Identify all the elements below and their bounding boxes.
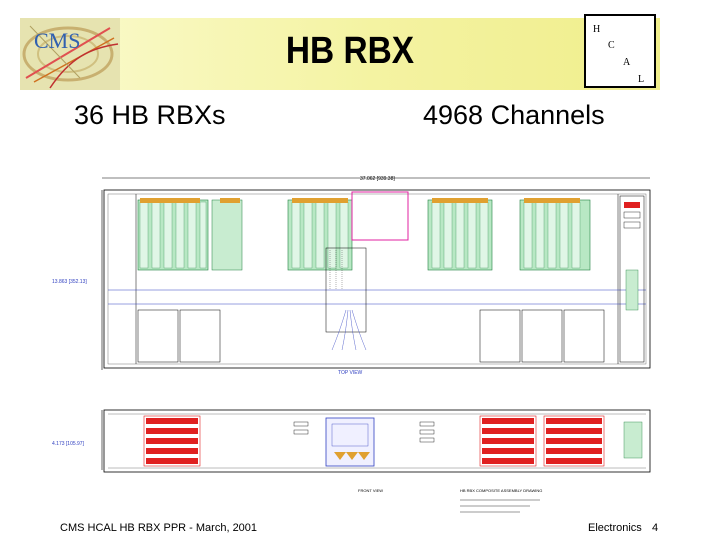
rbx-count: 36 HB RBXs xyxy=(74,100,226,130)
module-group-1 xyxy=(137,199,243,271)
connector-strips xyxy=(140,198,580,203)
calibration-unit xyxy=(325,247,367,351)
top-dimension-label: 37.062 [939.38] xyxy=(360,176,395,182)
assembly-label: HB RBX COMPOSITE ASSEMBLY DRAWING xyxy=(460,488,542,493)
lower-dimension-label: 4.173 [105.97] xyxy=(52,441,85,447)
hcal-letter-l: L xyxy=(638,74,645,85)
hcal-logo-box: H C A L xyxy=(584,14,656,88)
side-dimension: 13.863 [352.13] xyxy=(52,190,103,370)
logo-text: CMS xyxy=(34,28,80,53)
page-title: HB RBX xyxy=(285,30,415,72)
front-view-red-modules xyxy=(143,415,605,467)
top-dimension: 37.062 [939.38] xyxy=(102,176,650,182)
cms-logo: CMS xyxy=(20,18,120,90)
front-view-outline xyxy=(103,409,651,473)
footer-caption: CMS HCAL HB RBX PPR - March, 2001 xyxy=(60,522,258,534)
side-dimension-label: 13.863 [352.13] xyxy=(52,279,87,285)
page-number: 4 xyxy=(652,522,659,534)
module-group-3 xyxy=(427,199,493,271)
cms-logo-graphic: CMS xyxy=(20,18,120,90)
front-view-label: FRONT VIEW xyxy=(358,488,383,493)
front-view-blue-box xyxy=(325,417,375,467)
readout-cards xyxy=(137,309,605,363)
front-view-connectors xyxy=(293,421,643,459)
module-group-2 xyxy=(287,199,353,271)
hcal-letter-c: C xyxy=(608,40,615,51)
hcal-letter-a: A xyxy=(623,57,631,68)
channel-count: 4968 Channels xyxy=(423,100,605,130)
module-group-4 xyxy=(519,199,591,271)
header-band xyxy=(20,18,660,90)
footer-section: Electronics xyxy=(588,522,642,534)
rbx-engineering-drawing: 37.062 [939.38] 13.863 [352.13] xyxy=(52,176,651,513)
right-component-column xyxy=(619,195,645,363)
top-view-label: TOP VIEW xyxy=(338,370,363,376)
calibration-box xyxy=(351,191,409,241)
top-view-outline xyxy=(103,189,651,369)
hcal-letter-h: H xyxy=(593,24,601,35)
